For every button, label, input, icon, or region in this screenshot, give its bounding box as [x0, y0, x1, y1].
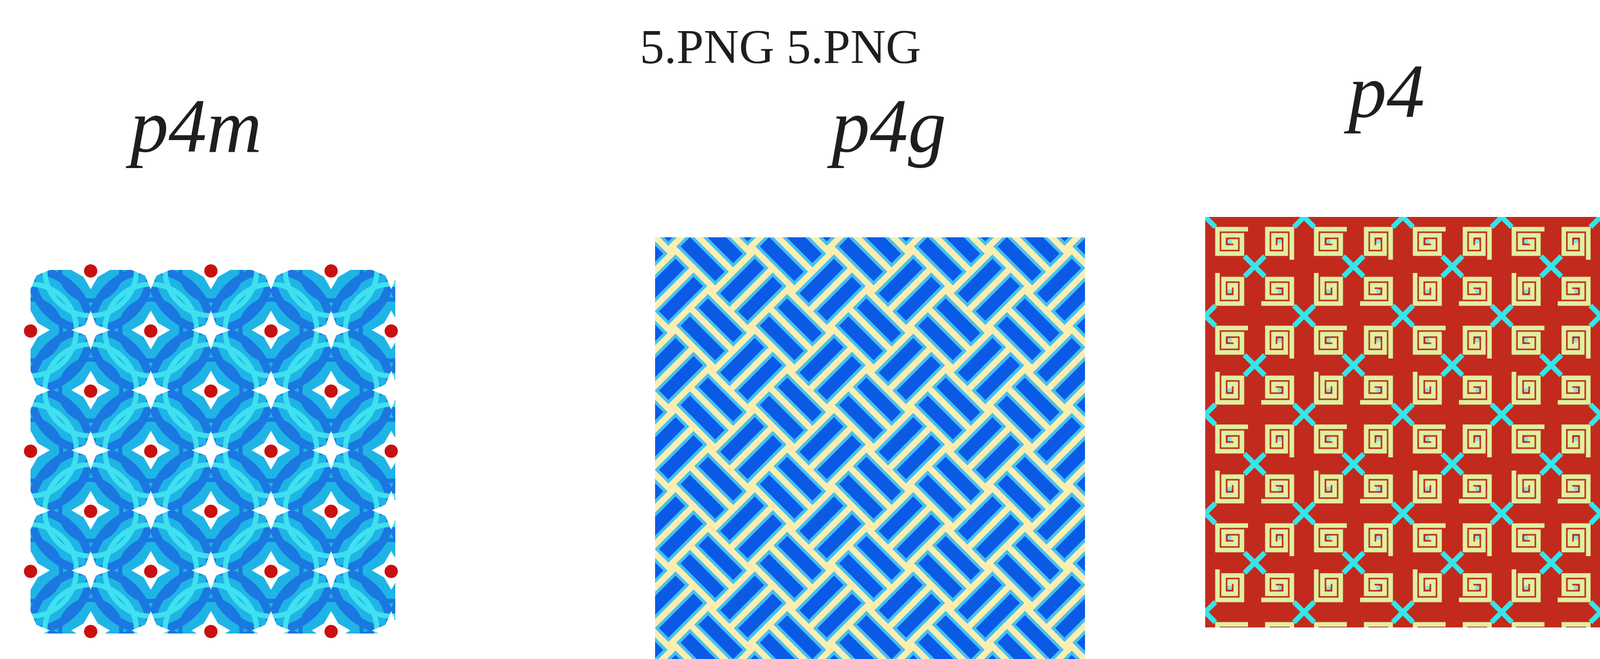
red-dot [144, 324, 158, 338]
group-label: p4m [130, 87, 262, 165]
red-dots [23, 264, 398, 639]
p4m-pattern [30, 269, 396, 634]
red-dot [84, 504, 98, 519]
red-dot [204, 504, 218, 519]
red-dot [384, 324, 398, 338]
red-dot [144, 444, 158, 458]
red-dot [324, 384, 338, 398]
red-dot [84, 384, 98, 398]
red-dot [84, 625, 98, 639]
red-dot [324, 264, 338, 278]
red-dot [204, 384, 218, 398]
red-dot [23, 564, 38, 579]
red-dot [23, 444, 38, 458]
red-dot [324, 504, 338, 519]
red-dot [204, 625, 218, 639]
red-dot [384, 444, 398, 458]
red-dot [144, 564, 158, 579]
red-dot [264, 444, 278, 458]
red-dot [84, 264, 98, 278]
red-dot [384, 564, 398, 579]
p4g-pattern [655, 237, 1086, 659]
red-dot [264, 324, 278, 338]
group-label: p4g [831, 87, 947, 165]
red-dot [23, 324, 38, 338]
group-label: p4 [1348, 52, 1425, 130]
red-dot [264, 564, 278, 579]
p4-pattern [1205, 217, 1600, 628]
file-label: 5.PNG 5.PNG [639, 22, 921, 72]
red-dot [204, 264, 218, 278]
red-dot [324, 625, 338, 639]
